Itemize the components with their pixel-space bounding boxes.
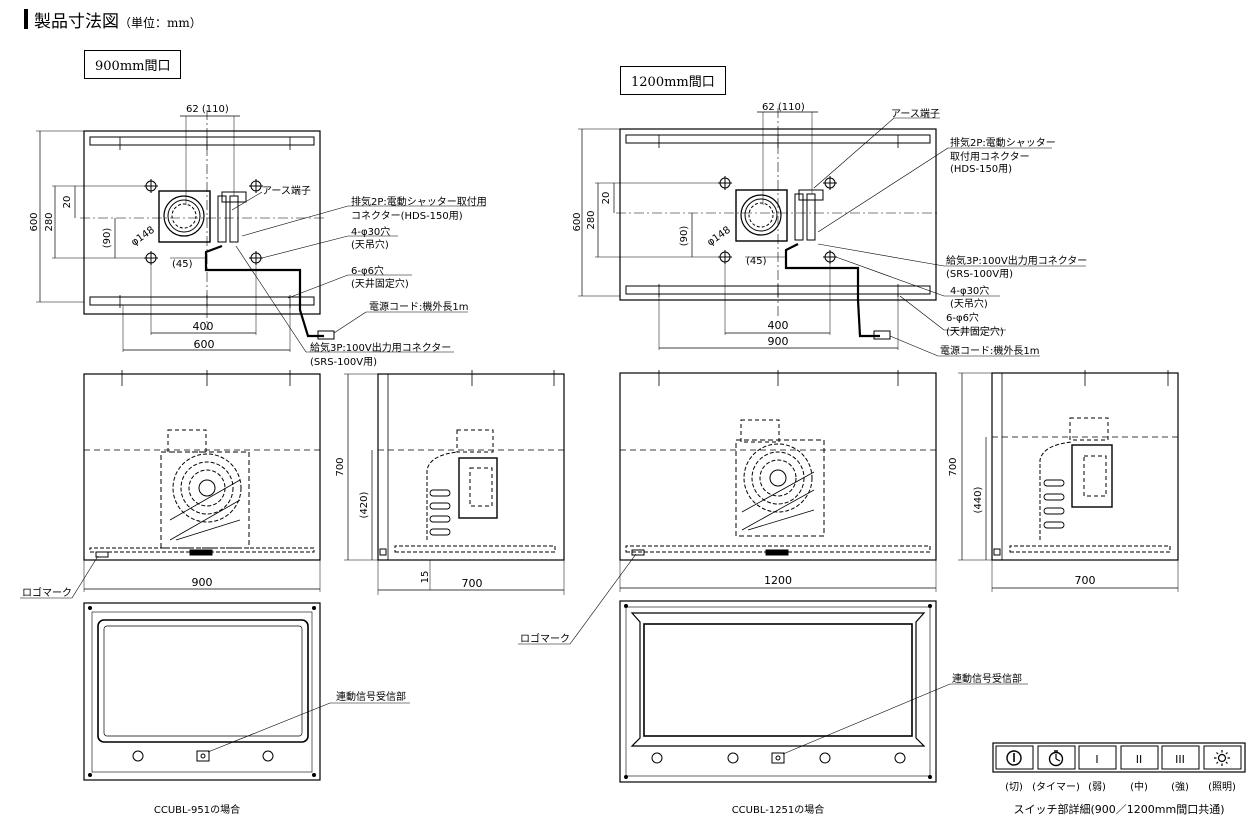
power-icon — [1006, 750, 1022, 766]
right-dim-1200: 1200 — [764, 574, 792, 587]
right-note-hole30-b: (天吊穴) — [950, 297, 988, 310]
left-note-supply-2: (SRS-100V用) — [310, 357, 377, 368]
left-note-cord: 電源コード:機外長1m — [369, 300, 468, 313]
left-dim-20: 20 — [62, 196, 73, 209]
right-signal-label: 連動信号受信部 — [952, 672, 1022, 685]
left-side-view — [344, 370, 565, 595]
left-signal-label: 連動信号受信部 — [336, 690, 406, 703]
left-dim-280: 280 — [44, 212, 55, 231]
left-note-hole6-b: (天井固定穴) — [351, 277, 409, 290]
right-dim-45: (45) — [746, 256, 767, 267]
left-dim-900: 900 — [192, 576, 213, 589]
switch-label-low: (弱) — [1088, 781, 1106, 793]
left-dim-148: φ148 — [129, 225, 156, 249]
right-caption: CCUBL-1251の場合 — [732, 803, 825, 816]
right-note-earth: アース端子 — [891, 107, 940, 120]
switch-button-high: III — [1175, 753, 1185, 766]
left-note-hole30-a: 4-φ30穴 — [351, 225, 390, 238]
left-note-supply-1: 給気3P:100V出力用コネクター — [310, 341, 451, 354]
left-note-earth: アース端子 — [262, 184, 311, 197]
left-dim-700h: 700 — [462, 577, 483, 590]
right-note-supply-1: 給気3P:100V出力用コネクター — [946, 254, 1087, 267]
right-note-cord: 電源コード:機外長1m — [940, 344, 1039, 357]
switch-button-mid: II — [1136, 753, 1143, 766]
left-note-exhaust-2: コネクター(HDS-150用) — [351, 210, 463, 222]
left-dim-600h: 600 — [194, 338, 215, 351]
left-front-view — [20, 370, 321, 599]
left-dim-400: 400 — [193, 320, 214, 333]
right-top-view — [578, 108, 1086, 357]
right-dim-600v: 600 — [572, 212, 583, 231]
right-side-view — [958, 370, 1179, 592]
right-note-hole6-b: (天井固定穴) — [946, 325, 1004, 338]
switch-caption: スイッチ部詳細(900／1200mm間口共通) — [1013, 802, 1224, 816]
left-dim-700v: 700 — [335, 457, 346, 476]
right-note-hole6-a: 6-φ6穴 — [946, 311, 979, 324]
page-title: 製品寸法図（単位：mm） — [34, 12, 202, 32]
left-note-exhaust-1: 排気2P:電動シャッター取付用 — [351, 195, 487, 208]
right-dim-20: 20 — [601, 192, 612, 205]
right-bottom-view — [619, 600, 1028, 783]
left-logo-label: ロゴマーク — [22, 586, 72, 599]
left-bottom-view — [83, 602, 410, 781]
right-dim-90: (90) — [679, 226, 690, 247]
right-dim-148: φ148 — [705, 225, 732, 249]
left-dim-420: (420) — [359, 491, 370, 518]
timer-icon — [1048, 750, 1064, 767]
left-dim-45: (45) — [172, 259, 193, 270]
right-dim-440: (440) — [973, 486, 984, 513]
right-dim-700v: 700 — [948, 457, 959, 476]
left-note-hole6-a: 6-φ6穴 — [351, 264, 384, 277]
right-logo-label: ロゴマーク — [520, 632, 570, 645]
switch-label-high: (強) — [1171, 780, 1189, 793]
left-dim-62: 62 (110) — [186, 104, 229, 115]
right-note-hole30-a: 4-φ30穴 — [950, 284, 989, 297]
right-front-view — [518, 370, 937, 645]
left-header-box: 900mm間口 — [84, 50, 182, 79]
right-dim-400: 400 — [768, 319, 789, 332]
right-dim-900h: 900 — [768, 335, 789, 348]
switch-label-timer: (タイマー) — [1032, 781, 1080, 793]
right-note-supply-2: (SRS-100V用) — [946, 269, 1013, 280]
left-dim-600v: 600 — [29, 212, 40, 231]
switch-panel — [992, 742, 1246, 773]
right-note-exhaust-1: 排気2P:電動シャッター — [950, 136, 1056, 149]
switch-label-light: (照明) — [1208, 781, 1236, 793]
right-dim-700h: 700 — [1075, 574, 1096, 587]
left-top-view — [36, 110, 486, 353]
right-header-box: 1200mm間口 — [620, 66, 726, 95]
title-marker — [24, 9, 28, 29]
left-note-hole30-b: (天吊穴) — [351, 238, 389, 251]
switch-button-low: I — [1095, 753, 1098, 766]
left-caption: CCUBL-951の場合 — [154, 803, 240, 816]
switch-label-off: (切) — [1005, 781, 1023, 793]
right-dim-62: 62 (110) — [762, 102, 805, 113]
right-dim-280: 280 — [586, 210, 597, 229]
left-dim-15: 15 — [420, 571, 431, 584]
switch-label-mid: (中) — [1130, 780, 1148, 793]
left-dim-90: (90) — [102, 228, 113, 249]
right-note-exhaust-2: 取付用コネクター — [950, 150, 1030, 163]
light-icon — [1214, 750, 1230, 766]
right-note-exhaust-3: (HDS-150用) — [950, 164, 1012, 175]
